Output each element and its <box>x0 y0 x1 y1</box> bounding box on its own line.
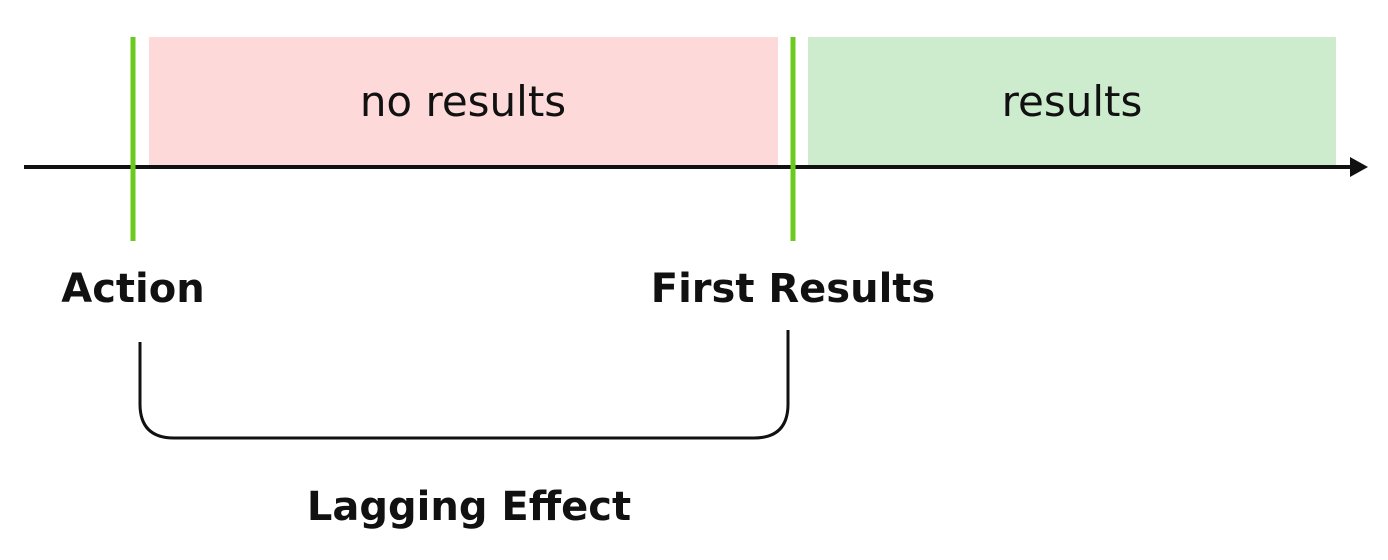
results-zone <box>808 37 1336 166</box>
action-label: Action <box>61 266 204 312</box>
no-results-zone <box>149 37 778 166</box>
lag-bracket <box>138 330 790 440</box>
timeline-arrowhead <box>1350 157 1368 177</box>
first-results-label: First Results <box>651 266 935 312</box>
lagging-effect-label: Lagging Effect <box>307 484 631 530</box>
results-label: results <box>1002 77 1143 126</box>
no-results-label: no results <box>360 77 566 126</box>
